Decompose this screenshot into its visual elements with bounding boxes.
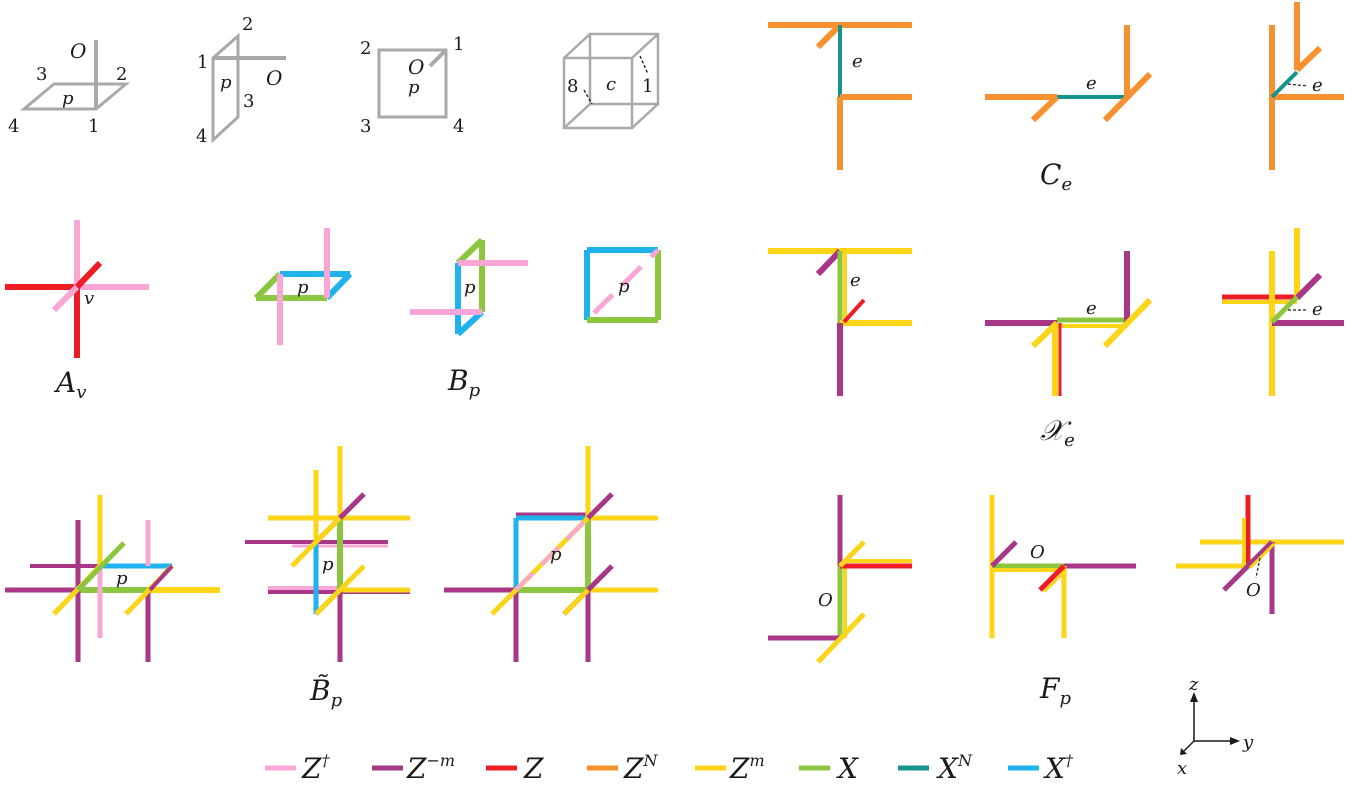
edge-label: e: [1086, 73, 1097, 94]
cube-diagram: 8 c 1: [562, 32, 660, 130]
vertex-label-4: 4: [8, 116, 19, 137]
Ce-label: Ce: [1040, 158, 1072, 195]
legend-item-x-dagger: X†: [1008, 751, 1074, 785]
plaquette-label: p: [62, 88, 74, 109]
legend-superscript: N: [642, 751, 658, 770]
origin-label: O: [266, 66, 282, 90]
Av-label: Av: [53, 366, 86, 403]
legend-superscript: m: [749, 751, 764, 770]
legend-label: Z: [523, 752, 544, 785]
edge-label: e: [1312, 299, 1323, 320]
plaquette-label: p: [297, 277, 309, 298]
svg-text:Z−m: Z−m: [406, 751, 455, 785]
legend-item-z-m: Zm: [695, 751, 765, 785]
axis-y-label: y: [1242, 732, 1254, 753]
plaquette-label: p: [322, 554, 334, 575]
origin-label: O: [818, 590, 833, 611]
vertex-label-3: 3: [36, 64, 47, 85]
plaquette-xz-diagram: 2 1 p O 3 4: [196, 14, 286, 147]
vertex-label-4: 4: [196, 126, 207, 147]
vertex-label-2: 2: [116, 64, 127, 85]
legend-label: X: [1043, 752, 1066, 785]
Ce-panel-c: e: [1269, 2, 1344, 170]
Fp-panel-b: O: [989, 495, 1136, 638]
edge-label: e: [1086, 298, 1097, 319]
Fp-panel-a: O: [768, 495, 912, 664]
legend-label: Z: [301, 752, 322, 785]
vertex-label: v: [84, 288, 94, 309]
Btp-panel-xy: p: [5, 495, 220, 662]
legend: Z† Z−m Z ZN Zm X XN X†: [265, 751, 1074, 785]
legend-label: Z: [729, 752, 750, 785]
Ce-panel-b: e: [985, 25, 1153, 123]
edge-label: e: [852, 51, 863, 72]
legend-item-x-n: XN: [898, 751, 973, 785]
plaquette-label: p: [464, 277, 476, 298]
Xe-panel-b: e: [985, 251, 1153, 396]
coordinate-axes: [1180, 692, 1240, 755]
vertex-label-1: 1: [88, 116, 99, 137]
vertex-label-1: 1: [197, 52, 208, 73]
legend-superscript: −m: [426, 751, 455, 770]
plaquette-label: p: [618, 276, 630, 297]
origin-label: O: [1030, 542, 1045, 563]
Bp-panel-xz: p: [410, 237, 528, 337]
legend-label: X: [936, 752, 959, 785]
legend-item-z: Z: [486, 752, 544, 785]
cube-label: c: [606, 74, 616, 95]
Btp-panel-xz: p: [245, 446, 410, 662]
svg-text:ZN: ZN: [623, 751, 658, 785]
origin-label: O: [408, 55, 424, 79]
Btp-panel-yz: p: [444, 446, 658, 662]
axis-z-label: z: [1188, 674, 1199, 695]
legend-item-z-n: ZN: [587, 751, 658, 785]
legend-superscript: N: [957, 751, 973, 770]
origin-label: O: [1246, 580, 1261, 601]
cube-corner-label-1: 1: [642, 76, 653, 97]
legend-item-z-dagger: Z†: [265, 751, 330, 785]
Xe-label: 𝒳e: [1040, 414, 1075, 451]
edge-label: e: [850, 270, 861, 291]
legend-item-z-minus-m: Z−m: [372, 751, 455, 785]
plaquette-label: p: [550, 544, 562, 565]
origin-label: O: [70, 39, 86, 63]
vertex-label-1: 1: [453, 34, 464, 55]
Bp-panel-yz: p: [584, 247, 661, 323]
cube-corner-label-8: 8: [567, 76, 578, 97]
svg-text:Z†: Z†: [301, 751, 330, 785]
plaquette-yz-diagram: 2 1 O p 3 4: [360, 34, 464, 137]
Av-vertex-operator: v: [5, 220, 149, 358]
svg-text:X†: X†: [1043, 751, 1074, 785]
Btp-label: B̃p: [309, 674, 343, 711]
svg-text:XN: XN: [936, 751, 973, 785]
vertex-label-3: 3: [360, 116, 371, 137]
vertex-label-2: 2: [242, 14, 253, 35]
vertex-label-4: 4: [453, 116, 464, 137]
legend-label: Z: [623, 752, 644, 785]
Bp-panel-xy: p: [253, 228, 353, 345]
svg-text:Zm: Zm: [729, 751, 765, 785]
vertex-label-3: 3: [243, 91, 254, 112]
Fp-panel-c: O: [1176, 495, 1344, 614]
axis-x-label: x: [1177, 758, 1187, 779]
legend-label: X: [836, 752, 859, 785]
Xe-panel-a: e: [768, 248, 912, 396]
plaquette-label: p: [116, 568, 128, 589]
plaquette-label: p: [408, 77, 420, 98]
plaquette-xy-diagram: O p 3 2 4 1: [8, 39, 131, 137]
legend-item-x: X: [799, 752, 859, 785]
Bp-label: Bp: [447, 364, 481, 401]
legend-label: Z: [406, 752, 427, 785]
vertex-label-2: 2: [360, 38, 371, 59]
Fp-label: Fp: [1039, 672, 1071, 709]
legend-superscript: †: [1065, 751, 1074, 770]
plaquette-label: p: [220, 72, 232, 93]
Ce-panel-a: e: [768, 22, 912, 170]
edge-label: e: [1312, 75, 1323, 96]
legend-superscript: †: [321, 751, 330, 770]
Xe-panel-c: e: [1222, 228, 1344, 396]
